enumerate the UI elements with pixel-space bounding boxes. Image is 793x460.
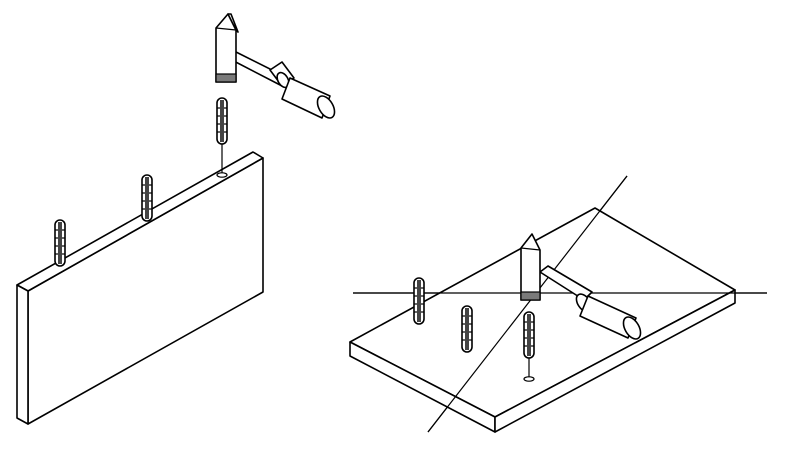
dowel	[141, 174, 153, 222]
dowel	[413, 277, 425, 325]
panel-on-edge	[16, 151, 264, 425]
hammer-icon	[520, 233, 642, 340]
left-step	[16, 13, 336, 425]
right-step	[349, 175, 767, 433]
dowel-being-inserted	[523, 311, 535, 382]
dowel	[461, 305, 473, 353]
dowel	[54, 219, 66, 267]
panel-lying-flat	[349, 207, 736, 433]
hammer-icon	[215, 13, 336, 119]
dowel-being-inserted	[216, 97, 228, 178]
